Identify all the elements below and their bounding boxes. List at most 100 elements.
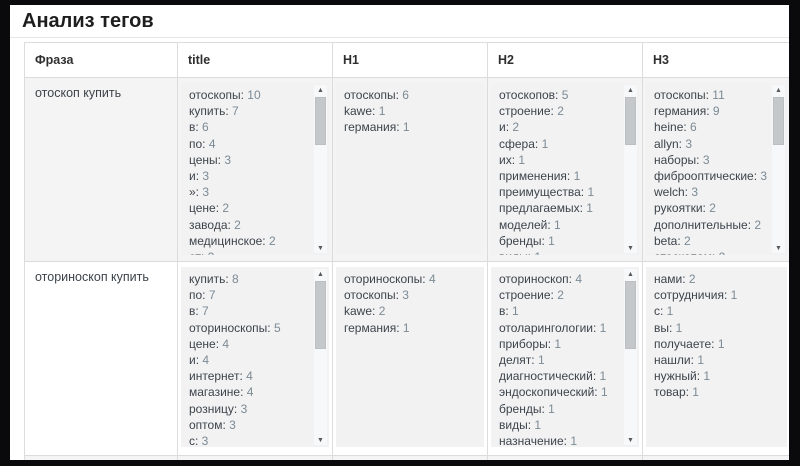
keyword-item[interactable]: моделей: 1 — [499, 217, 621, 233]
keyword-item[interactable]: применения: 1 — [499, 168, 621, 184]
keyword-item[interactable]: их: 1 — [499, 152, 621, 168]
keyword-item[interactable]: получаете: 1 — [654, 336, 769, 352]
keyword-item[interactable]: allyn: 3 — [654, 136, 769, 152]
keyword-item[interactable]: »: 3 — [189, 184, 311, 200]
keyword-item[interactable]: виды: 1 — [499, 417, 621, 433]
keyword-item[interactable]: в: 1 — [499, 303, 621, 319]
scroll-up-icon[interactable]: ▲ — [775, 87, 782, 94]
keyword-item[interactable]: бренды: 1 — [499, 233, 621, 249]
keyword-item[interactable]: оториноскоп: 4 — [499, 271, 621, 287]
keyword-item[interactable]: и: 4 — [189, 352, 311, 368]
keyword-item[interactable]: kawe: 2 — [344, 303, 466, 319]
scrollbar-thumb[interactable] — [625, 281, 636, 349]
keyword-item[interactable]: отоскопы: 10 — [189, 87, 311, 103]
keyword-item[interactable]: бренды: 1 — [499, 401, 621, 417]
keyword-item[interactable]: отоскопы: 6 — [344, 87, 466, 103]
keyword-item[interactable]: германия: 1 — [344, 320, 466, 336]
keyword-item[interactable]: рукоятки: 2 — [654, 200, 769, 216]
keyword-item[interactable]: в: 6 — [189, 119, 311, 135]
keyword-item[interactable]: строение: 2 — [499, 287, 621, 303]
scrollbar-thumb[interactable] — [315, 281, 326, 349]
keyword-item[interactable]: нужный: 1 — [654, 368, 769, 384]
keyword-item[interactable]: товар: 1 — [654, 384, 769, 400]
keyword-item[interactable]: фиброоптические: 3 — [654, 168, 769, 184]
keyword-item[interactable]: kawe: 1 — [344, 103, 466, 119]
scrollbar-thumb[interactable] — [625, 97, 636, 145]
keyword-item[interactable]: дополнительные: 2 — [654, 217, 769, 233]
keyword-item[interactable]: с: 1 — [654, 303, 769, 319]
keyword-item[interactable]: розницу: 3 — [189, 401, 311, 417]
keyword-item[interactable]: оптом: 3 — [189, 417, 311, 433]
scrollbar[interactable]: ▲ ▼ — [624, 85, 637, 253]
keyword-item[interactable]: нами: 2 — [654, 271, 769, 287]
scroll-down-icon[interactable]: ▼ — [627, 437, 634, 444]
scrollbar[interactable]: ▲ ▼ — [314, 85, 327, 253]
keyword-item[interactable]: отоскопов: 5 — [499, 87, 621, 103]
scrollbar-thumb[interactable] — [315, 97, 326, 145]
scrollbar[interactable]: ▲ ▼ — [624, 269, 637, 445]
scrollbar-thumb[interactable] — [773, 97, 784, 145]
scroll-up-icon[interactable]: ▲ — [627, 87, 634, 94]
keyword-item[interactable]: по: 7 — [189, 287, 311, 303]
keyword-item[interactable]: медицинское: 2 — [189, 233, 311, 249]
keyword-item[interactable]: купить: 7 — [189, 103, 311, 119]
keyword-item[interactable]: делят: 1 — [499, 352, 621, 368]
scroll-down-icon[interactable]: ▼ — [775, 245, 782, 252]
keyword-item[interactable]: heine: 6 — [654, 119, 769, 135]
scrollbar[interactable]: ▲ ▼ — [772, 85, 785, 253]
keyword-item[interactable]: диагностический: 1 — [499, 368, 621, 384]
keyword-item[interactable]: германия: 1 — [344, 119, 466, 135]
keyword-item[interactable]: beta: 2 — [654, 233, 769, 249]
keyword-item[interactable]: преимущества: 1 — [499, 184, 621, 200]
keyword-item[interactable]: цене: 4 — [189, 336, 311, 352]
keyword-item[interactable]: отоларингологии: 1 — [499, 320, 621, 336]
keyword-item[interactable]: магазине: 4 — [189, 384, 311, 400]
keyword-item[interactable]: наборы: 3 — [654, 152, 769, 168]
keyword-item[interactable]: предлагаемых: 1 — [499, 200, 621, 216]
keyword-item[interactable]: германия: 9 — [654, 103, 769, 119]
keyword-item[interactable]: отоскопам: 2 — [654, 249, 769, 255]
keyword-item[interactable]: сотрудничия: 1 — [654, 287, 769, 303]
keyword-item[interactable]: и: 2 — [499, 119, 621, 135]
scroll-up-icon[interactable]: ▲ — [627, 271, 634, 278]
scroll-down-icon[interactable]: ▼ — [317, 437, 324, 444]
keyword-item[interactable]: оториноскопы: 5 — [189, 320, 311, 336]
keyword-item[interactable]: welch: 3 — [654, 184, 769, 200]
keyword-item[interactable]: сфера: 1 — [499, 136, 621, 152]
keyword-item[interactable]: в: 7 — [189, 303, 311, 319]
scroll-down-icon[interactable]: ▼ — [627, 245, 634, 252]
keyword-item[interactable]: и: 3 — [189, 168, 311, 184]
keyword-item[interactable]: по: 4 — [189, 136, 311, 152]
keyword-item[interactable]: отоскопы: 3 — [344, 287, 466, 303]
keyword-item[interactable]: цены: 3 — [189, 152, 311, 168]
keyword-item[interactable]: от: 2 — [189, 249, 311, 255]
keyword-item[interactable]: цене: 2 — [189, 200, 311, 216]
keyword-item[interactable]: виды: 1 — [499, 249, 621, 255]
scroll-up-icon[interactable]: ▲ — [317, 87, 324, 94]
keyword-item[interactable]: приборы: 1 — [499, 336, 621, 352]
keyword-item[interactable]: с: 3 — [189, 433, 311, 447]
keyword-item[interactable]: нашли: 1 — [654, 352, 769, 368]
keyword-item[interactable]: интернет: 4 — [189, 368, 311, 384]
scroll-down-icon[interactable]: ▼ — [317, 245, 324, 252]
keyword-item[interactable]: купить: 8 — [189, 271, 311, 287]
keyword-item[interactable]: строение: 2 — [499, 103, 621, 119]
keyword-item[interactable]: завода: 2 — [189, 217, 311, 233]
keyword-item[interactable]: назначение: 1 — [499, 433, 621, 447]
scroll-up-icon[interactable]: ▲ — [317, 271, 324, 278]
keyword-item[interactable]: оториноскопы: 4 — [344, 271, 466, 287]
scrollbar[interactable]: ▲ ▼ — [314, 269, 327, 445]
keyword-item[interactable]: вы: 1 — [654, 320, 769, 336]
keyword-item[interactable]: эндоскопический: 1 — [499, 384, 621, 400]
keyword-word: heine: — [654, 120, 691, 135]
keyword-item[interactable]: отоскопы: 11 — [654, 87, 769, 103]
